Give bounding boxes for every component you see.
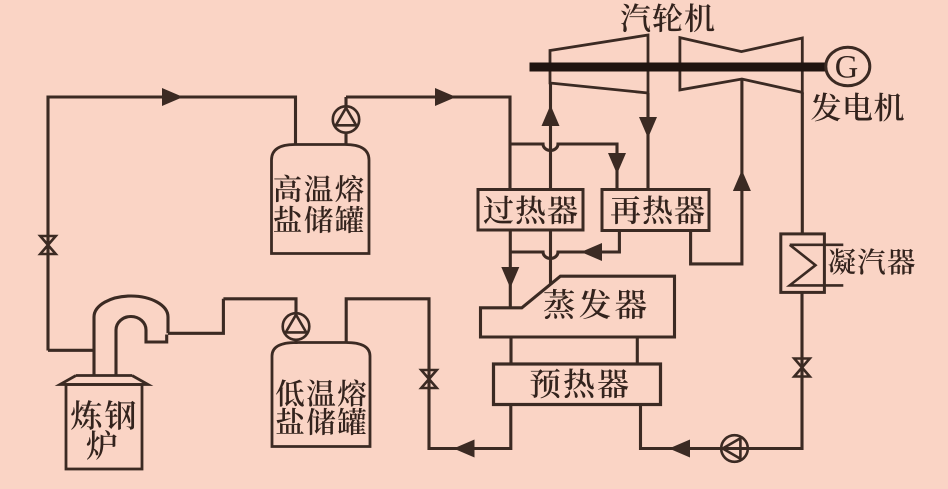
svg-text:G: G xyxy=(835,50,858,86)
